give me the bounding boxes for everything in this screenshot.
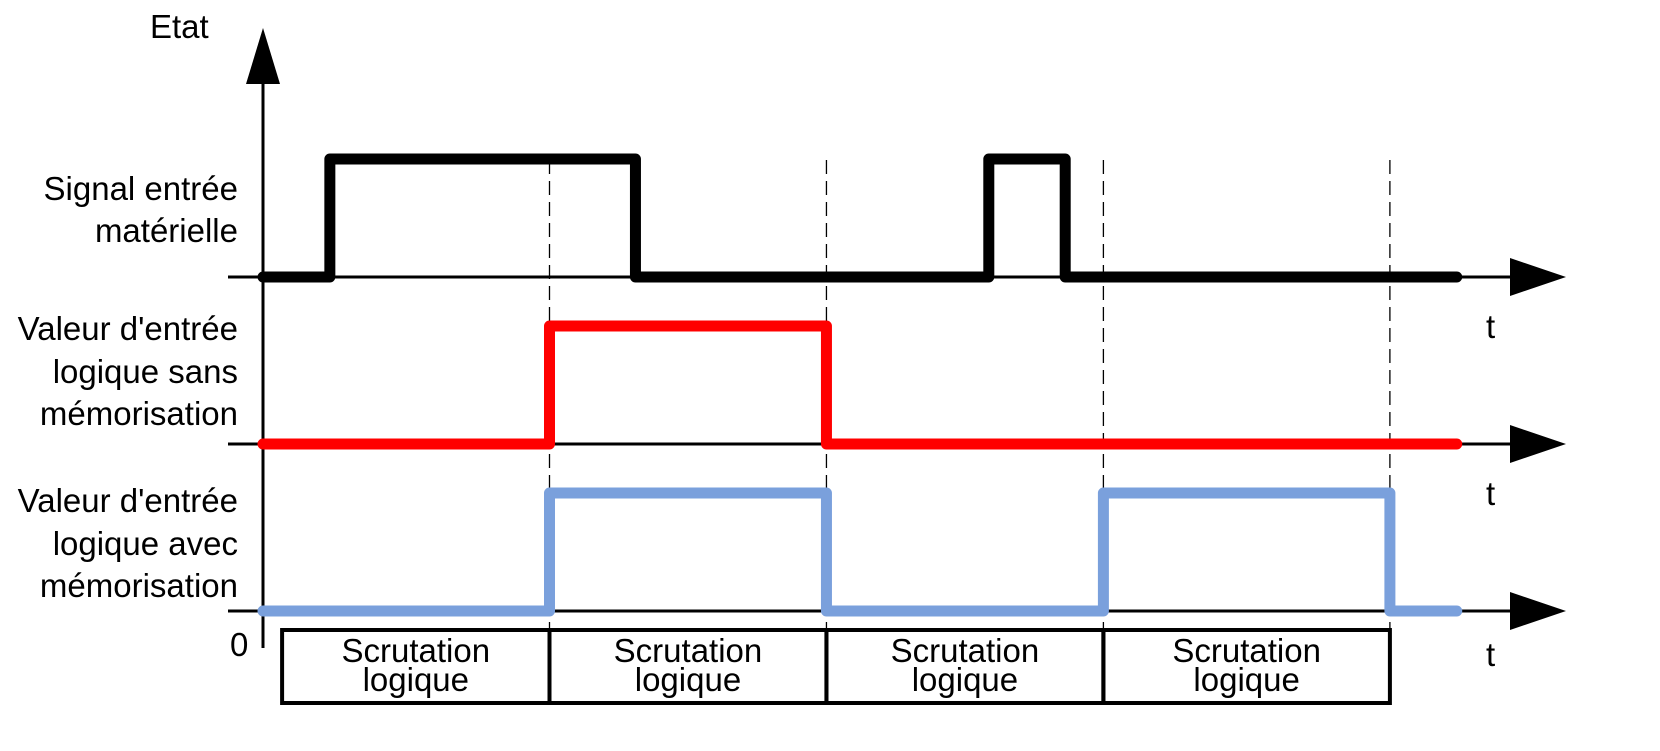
signal-label-line: matérielle	[95, 212, 238, 249]
scan-cycle-label: logique	[635, 661, 741, 698]
scan-cycle-label: Scrutation	[1172, 632, 1321, 669]
signal-label-line: mémorisation	[40, 395, 238, 432]
scan-cycle-label: Scrutation	[891, 632, 1040, 669]
time-axis-arrow-icon	[1510, 425, 1566, 463]
time-axis-label: t	[1486, 636, 1495, 673]
scan-cycle-label: logique	[912, 661, 1018, 698]
signal-label-line: Valeur d'entrée	[18, 310, 238, 347]
time-axis-label: t	[1486, 475, 1495, 512]
signal-label-line: logique sans	[53, 353, 238, 390]
signal-traces	[257, 153, 1463, 617]
scan-cycle-label: logique	[363, 661, 469, 698]
time-axis-arrow-icon	[1510, 258, 1566, 296]
signal-label-line: Valeur d'entrée	[18, 482, 238, 519]
scan-cycle-boxes: ScrutationlogiqueScrutationlogiqueScruta…	[280, 628, 1392, 705]
scan-cycle-box	[1101, 628, 1392, 705]
scan-cycle-label: Scrutation	[342, 632, 491, 669]
signal-label-line: logique avec	[53, 525, 238, 562]
signal-label-line: Signal entrée	[44, 170, 238, 207]
scan-cycle-label: Scrutation	[614, 632, 763, 669]
scan-boundary-lines	[548, 160, 1391, 705]
signal-trace-logic_no_mem	[257, 320, 1463, 450]
time-axis-label: t	[1486, 308, 1495, 345]
scan-cycle-label: logique	[1193, 661, 1299, 698]
origin-label: 0	[230, 626, 248, 663]
y-axis-label: Etat	[150, 8, 209, 45]
y-axis-arrow-icon	[246, 28, 280, 84]
signal-trace-logic_mem	[257, 487, 1463, 617]
signal-trace-hardware	[257, 153, 1463, 283]
signal-label-line: mémorisation	[40, 567, 238, 604]
time-axis-arrow-icon	[1510, 592, 1566, 630]
